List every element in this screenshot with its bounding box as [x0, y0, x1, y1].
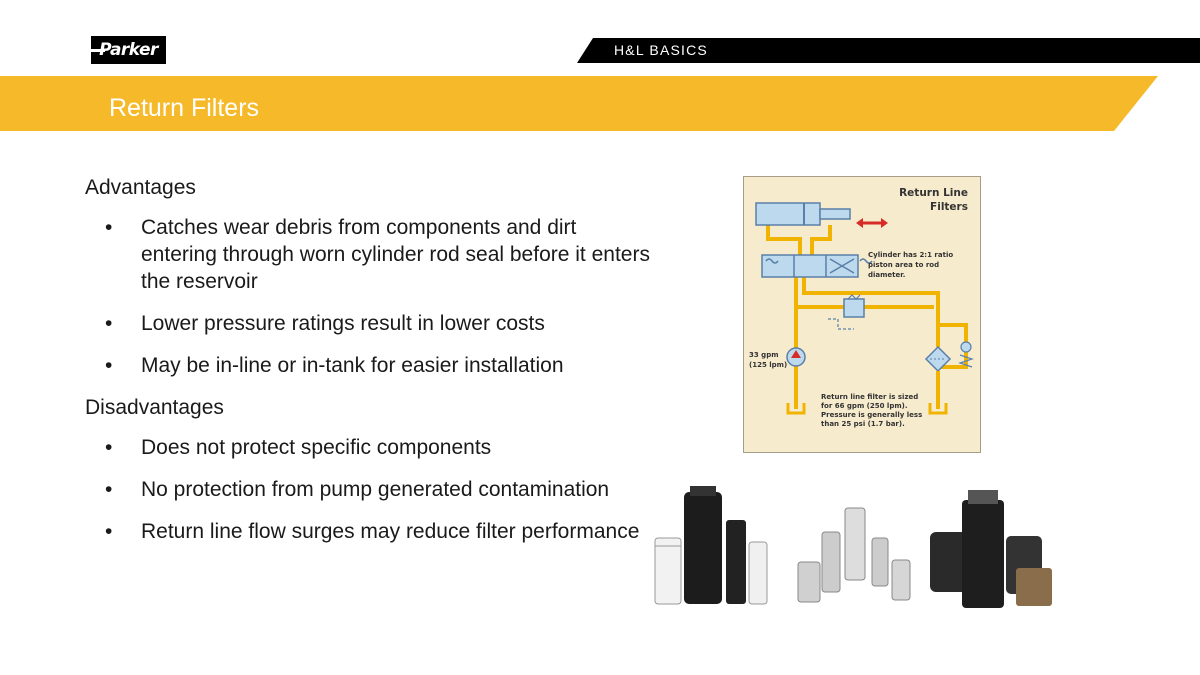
relief-valve-icon — [828, 294, 865, 330]
list-item: • Does not protect specific components — [85, 434, 655, 461]
bullet-glyph: • — [105, 436, 113, 459]
list-item-text: May be in-line or in-tank for easier ins… — [141, 354, 564, 377]
flow-rate-line1: 33 gpm — [749, 351, 779, 359]
bullet-glyph: • — [105, 478, 113, 501]
return-filter-assemblies-icon — [930, 490, 1052, 608]
bullet-glyph: • — [105, 520, 113, 543]
slide-content: Advantages • Catches wear debris from com… — [85, 174, 655, 560]
flow-rate-label: 33 gpm (125 lpm) — [749, 350, 787, 370]
inline-filter-housing-icon — [654, 486, 768, 605]
list-item-text: Catches wear debris from components and … — [141, 216, 650, 293]
motion-arrow-icon — [856, 218, 888, 228]
bullet-glyph: • — [105, 216, 113, 239]
section-label: H&L BASICS — [614, 42, 708, 58]
advantages-heading: Advantages — [85, 176, 196, 199]
list-item: • Lower pressure ratings result in lower … — [85, 310, 655, 337]
section-banner — [577, 38, 1200, 63]
in-tank-filter-elements-icon — [797, 507, 911, 603]
logo-stripe — [91, 49, 105, 52]
diagram-title: Return Line Filters — [899, 186, 968, 214]
hydraulic-circuit-schematic — [755, 202, 974, 415]
logo-text: Parker — [99, 40, 158, 60]
list-item-text: Lower pressure ratings result in lower c… — [141, 312, 545, 335]
reservoir-icon — [786, 403, 948, 415]
cylinder-icon — [755, 202, 851, 226]
list-item: • Catches wear debris from components and… — [85, 214, 655, 295]
pump-icon — [786, 347, 806, 367]
list-item-text: Return line flow surges may reduce filte… — [141, 520, 640, 543]
title-band — [0, 76, 1158, 131]
list-item: • No protection from pump generated conta… — [85, 476, 655, 503]
list-item-text: No protection from pump generated contam… — [141, 478, 610, 501]
flow-rate-line2: (125 lpm) — [749, 361, 788, 369]
cylinder-note: Cylinder has 2:1 ratio piston area to ro… — [868, 251, 954, 279]
diagram-title-line1: Return Line — [899, 187, 968, 199]
slide-title: Return Filters — [109, 94, 260, 122]
filter-products-illustration — [654, 486, 1052, 608]
bullet-glyph: • — [105, 312, 113, 335]
return-line-filter-diagram: Return Line Filters Cylinder has 2:1 rat… — [743, 176, 981, 453]
disadvantages-list: • Does not protect specific components • N… — [85, 434, 655, 545]
filter-sizing-note: Return line filter is sized for 66 gpm (… — [821, 393, 923, 428]
check-valve-icon — [958, 341, 974, 368]
list-item: • Return line flow surges may reduce filt… — [85, 518, 655, 545]
list-item: • May be in-line or in-tank for easier in… — [85, 352, 655, 379]
bullet-glyph: • — [105, 354, 113, 377]
filter-products-photo — [650, 480, 1060, 610]
disadvantages-heading: Disadvantages — [85, 396, 224, 419]
advantages-list: • Catches wear debris from components and… — [85, 214, 655, 379]
filter-icon — [924, 345, 952, 387]
parker-logo: Parker — [91, 36, 166, 64]
diagram-title-line2: Filters — [930, 201, 968, 213]
list-item-text: Does not protect specific components — [141, 436, 492, 459]
directional-valve-icon — [761, 254, 873, 278]
